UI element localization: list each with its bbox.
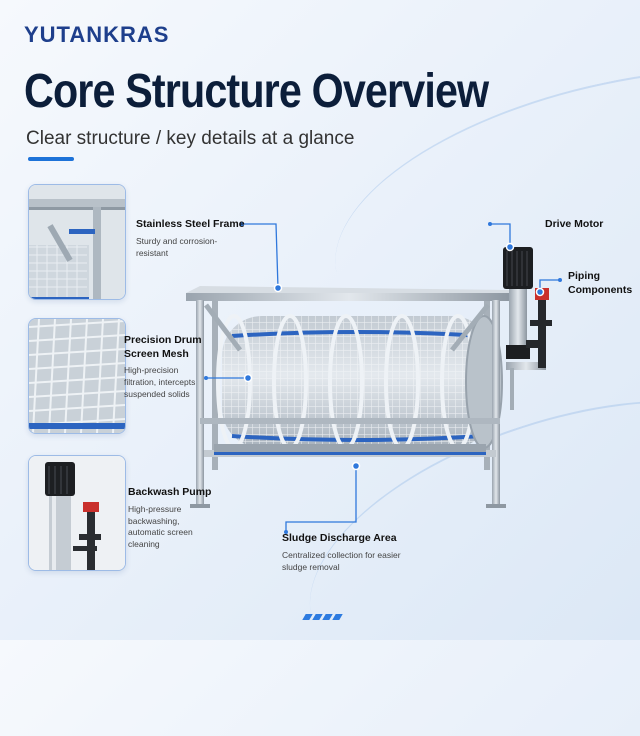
sludge-trough [214,444,486,455]
label-desc: High-pressure backwashing, automatic scr… [128,503,193,550]
thumbnail-mesh [28,318,126,434]
label-desc: Sturdy and corrosion-resistant [136,235,218,258]
callout-dot [273,283,283,293]
label-title: Piping Components [568,270,633,296]
label-drum-mesh: Precision Drum Screen Mesh High-precisio… [124,334,204,401]
callout-dot [351,461,361,471]
label-desc: Centralized collection for easier sludge… [282,549,401,572]
drum-screen [216,314,503,450]
page-title: Core Structure Overview [24,65,489,118]
callout-dot [243,373,253,383]
thumbnail-frame [28,184,126,300]
brand-logo: YUTANKRAS [24,22,170,47]
callout-dot [535,287,545,297]
callout-dot [505,242,515,252]
page-subtitle: Clear structure / key details at a glanc… [26,128,355,149]
label-title: Drive Motor [545,218,604,230]
label-stainless-frame: Stainless Steel Frame Sturdy and corrosi… [136,218,246,259]
drive-motor [503,247,533,359]
label-title: Precision Drum Screen Mesh [124,334,202,360]
label-backwash-pump: Backwash Pump High-pressure backwashing,… [128,486,214,551]
footer-stripes-icon [302,614,343,620]
label-desc: High-precision filtration, intercepts su… [124,365,196,400]
label-title: Stainless Steel Frame [136,218,245,230]
label-piping: Piping Components [568,270,632,297]
label-drive-motor: Drive Motor [545,218,625,232]
label-title: Backwash Pump [128,486,212,498]
drum-filter-machine [186,222,562,534]
thumbnail-pump [28,455,126,571]
label-sludge-discharge: Sludge Discharge Area Centralized collec… [282,532,412,573]
label-title: Sludge Discharge Area [282,532,397,544]
title-accent-bar [28,157,74,161]
